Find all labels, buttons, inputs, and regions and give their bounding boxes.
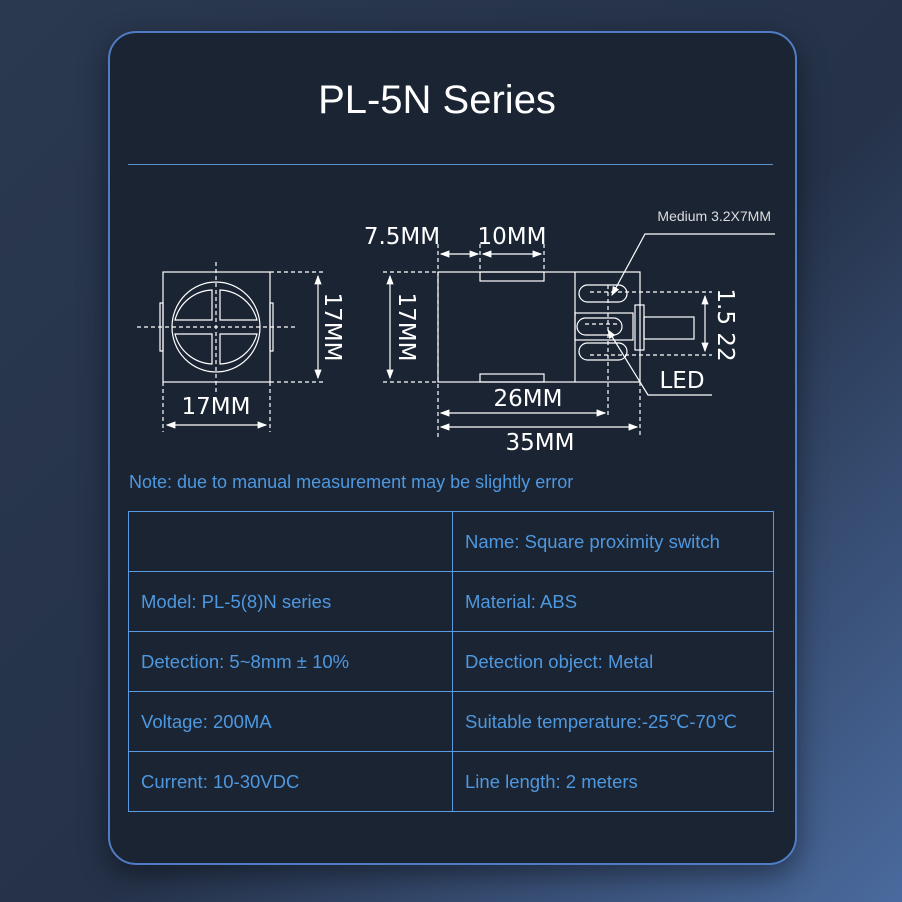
spec-cell: Voltage: 200MA bbox=[128, 691, 453, 752]
offset-label: 7.5MM bbox=[364, 224, 440, 250]
front-view bbox=[137, 262, 326, 432]
spec-table: Name: Square proximity switch Model: PL-… bbox=[128, 511, 774, 812]
spec-cell: Name: Square proximity switch bbox=[452, 511, 774, 572]
page-title: PL-5N Series bbox=[318, 78, 556, 122]
total-length-label: 35MM bbox=[506, 430, 575, 456]
front-height-label: 17MM bbox=[319, 293, 345, 362]
spec-cell: Current: 10-30VDC bbox=[128, 751, 453, 812]
table-row: Name: Square proximity switch bbox=[128, 511, 774, 572]
measurement-note: Note: due to manual measurement may be s… bbox=[129, 472, 574, 492]
slot-size-label: Medium 3.2X7MM bbox=[657, 208, 771, 224]
spec-cell: Suitable temperature:-25℃-70℃ bbox=[452, 691, 774, 752]
side-height-label: 17MM bbox=[393, 293, 419, 362]
led-label: LED bbox=[659, 368, 704, 394]
pitch-label: 1.5 22 bbox=[712, 288, 738, 361]
front-width-label: 17MM bbox=[182, 394, 251, 420]
spec-cell bbox=[128, 511, 453, 572]
title-divider bbox=[128, 164, 773, 165]
spec-cell: Detection object: Metal bbox=[452, 631, 774, 692]
spec-cell: Material: ABS bbox=[452, 571, 774, 632]
table-row: Detection: 5~8mm ± 10%Detection object: … bbox=[128, 631, 774, 692]
spec-cell: Model: PL-5(8)N series bbox=[128, 571, 453, 632]
notch-label: 10MM bbox=[478, 224, 547, 250]
length-to-led-label: 26MM bbox=[494, 386, 563, 412]
spec-cell: Line length: 2 meters bbox=[452, 751, 774, 812]
side-view bbox=[383, 233, 775, 437]
spec-cell: Detection: 5~8mm ± 10% bbox=[128, 631, 453, 692]
